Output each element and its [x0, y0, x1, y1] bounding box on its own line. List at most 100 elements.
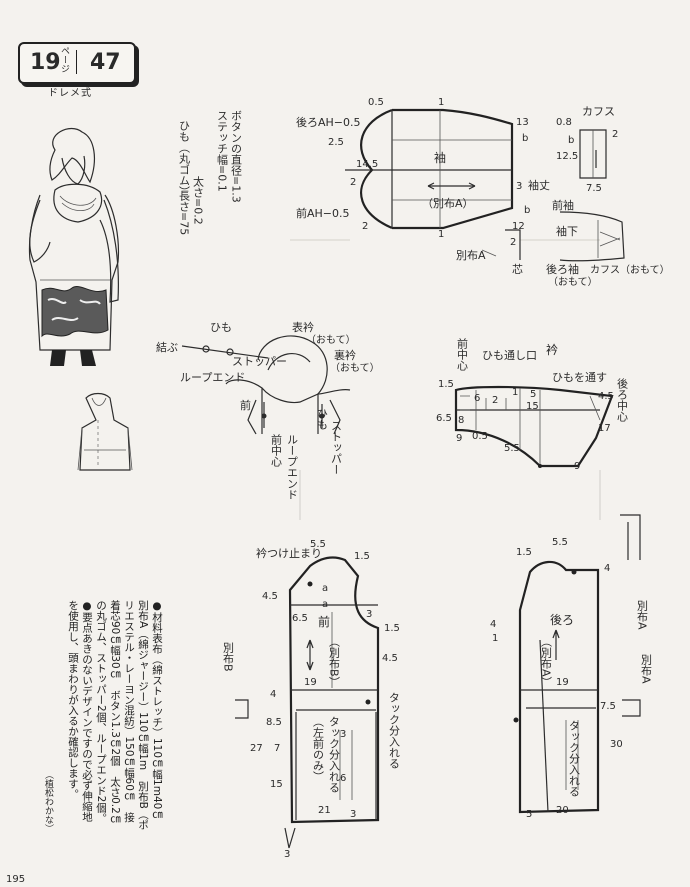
front-dim: 1.5 — [354, 551, 370, 562]
collar-dim: 9 — [574, 461, 581, 472]
button-diameter-spec: ボタンの直径=1.3 — [229, 110, 243, 203]
cord-v: ひも — [315, 408, 329, 430]
sleeve-dim: 2 — [350, 177, 357, 188]
cord-length-spec: 長さ=75 — [177, 190, 191, 236]
collar-dim: 8 — [458, 415, 465, 426]
cord-hole-label: ひも通し口 — [482, 349, 537, 362]
sleeve-dim: 3 — [516, 181, 523, 192]
back-dim: 5 — [526, 809, 533, 820]
size-pattern-badge: 19 ページ 47 — [18, 42, 136, 84]
front-dim: a — [322, 599, 329, 610]
sleeve-pattern — [345, 108, 625, 262]
collar-dim: 4.5 — [598, 391, 614, 402]
sleeve-dim: 2.5 — [328, 137, 344, 148]
collar-center-front: 前中心 — [455, 338, 469, 371]
size-number: 19 — [30, 50, 61, 75]
front-dim: 3 — [350, 809, 357, 820]
materials-text: 表布（綿ストレッチ）110㎝幅1m40㎝ 別布A（綿ジャージー）110㎝幅1m … — [95, 600, 163, 831]
collar-dim: 17 — [598, 423, 611, 434]
front-dim: 6.5 — [292, 613, 308, 624]
thread-cord-label: ひもを通す — [552, 371, 607, 384]
sleeve-dim: b — [524, 205, 531, 216]
back-dim: 7.5 — [600, 701, 616, 712]
front-dim: 4 — [270, 689, 277, 700]
cuff-dim: 12.5 — [556, 151, 579, 162]
front-dim: 4.5 — [262, 591, 278, 602]
page-number: 195 — [6, 874, 26, 885]
points-text: あきのないデザインですので必ず伸縮地を使用し、頭まわりが入るか確認します。 — [67, 600, 93, 822]
cuff-right-label: カフス（おもて） — [590, 265, 670, 276]
front-dim: 7 — [274, 743, 281, 754]
loop-end-v: ループエンド — [285, 434, 299, 500]
back-bodice-title: 後ろ — [550, 613, 575, 627]
back-dim: 4 — [604, 563, 611, 574]
front-sleeve-label: 前袖 — [552, 199, 574, 212]
back-side-fabric-a1: 別布A — [635, 600, 649, 630]
points-heading: ●要点 — [81, 600, 93, 633]
outer-collar-sub: （おもて） — [306, 335, 356, 346]
collar-dim: 2 — [492, 395, 499, 406]
cord-label: ひも — [210, 321, 232, 334]
cord-width-spec: 太さ=0.2 — [191, 176, 205, 225]
cuff-title: カフス — [582, 105, 615, 118]
under-sleeve-label: 袖下 — [556, 225, 578, 238]
front-dim: 21 — [318, 805, 331, 816]
stitch-width-spec: ステッチ幅=0.1 — [215, 110, 229, 192]
cord-spec: ひも（丸ゴム） — [177, 120, 191, 197]
collar-dim: 9 — [456, 433, 463, 444]
cuff-dim: 0.8 — [556, 117, 572, 128]
sleeve-dim: 0.5 — [368, 97, 384, 108]
sleeve-dim: b — [522, 133, 529, 144]
back-dim: 20 — [556, 805, 569, 816]
front-dim: 6 — [340, 773, 347, 784]
inner-collar-sub: （おもて） — [330, 363, 380, 374]
outer-collar-label: 表衿 — [292, 321, 314, 334]
collar-stop-label: 衿つけ止まり — [256, 547, 322, 560]
back-dim: 19 — [556, 677, 569, 688]
stopper-label: ストッパー — [232, 355, 287, 368]
background-guides — [290, 239, 601, 520]
collar-dim: 5 — [530, 389, 537, 400]
collar-dim: 0.5 — [472, 431, 488, 442]
tie-label: 結ぶ — [156, 341, 178, 354]
collar-center-back: 後ろ中心 — [615, 378, 629, 422]
sleeve-length-label: 袖丈 — [528, 179, 550, 192]
back-sleeve-label: 後ろ袖 — [546, 263, 579, 276]
back-armhole-label: 後ろAH−0.5 — [296, 116, 361, 129]
cuff-dim: 2 — [612, 129, 619, 140]
front-dim: a — [322, 583, 329, 594]
front-label: 前 — [240, 399, 251, 412]
back-tuck-in: タック分入れる — [567, 720, 581, 797]
back-fabric-a: （別布A） — [539, 636, 553, 688]
front-dim: 8.5 — [266, 717, 282, 728]
cuff-dim: b — [568, 135, 575, 146]
collar-dim: 1 — [512, 387, 519, 398]
collar-dim: 5.5 — [504, 443, 520, 454]
back-bodice-pattern — [513, 514, 641, 814]
collar-title: 衿 — [546, 343, 559, 357]
back-dim: 5.5 — [552, 537, 568, 548]
front-tuck-in: タック分入れる — [327, 716, 341, 793]
sleeve-fabric: （別布A） — [422, 197, 474, 210]
back-sleeve-sub: （おもて） — [548, 277, 598, 288]
hood-assembly-illustration — [181, 335, 351, 435]
sleeve-title: 袖 — [434, 151, 447, 165]
front-dim: 3 — [340, 729, 347, 740]
loop-end-label: ループエンド — [180, 371, 246, 384]
center-front-v: 前中心 — [269, 434, 283, 467]
front-dim: 5.5 — [310, 539, 326, 550]
left-front-only: （左前のみ） — [311, 716, 325, 782]
front-dim: 19 — [304, 677, 317, 688]
front-armhole-label: 前AH−0.5 — [296, 207, 350, 220]
side-fabric-b: 別布B — [221, 642, 235, 672]
drafting-method: ドレメ式 — [48, 88, 92, 99]
sleeve-dim: 12 — [512, 221, 525, 232]
interfacing-label: 芯 — [512, 263, 523, 276]
sleeve-facing-label: 別布A — [456, 249, 486, 262]
front-fabric-b: （別布B） — [327, 636, 341, 688]
collar-dim: 6.5 — [436, 413, 452, 424]
back-side-fabric-a2: 別布A — [639, 654, 653, 684]
front-bodice-title: 前 — [318, 615, 331, 629]
badge-divider — [76, 50, 77, 74]
